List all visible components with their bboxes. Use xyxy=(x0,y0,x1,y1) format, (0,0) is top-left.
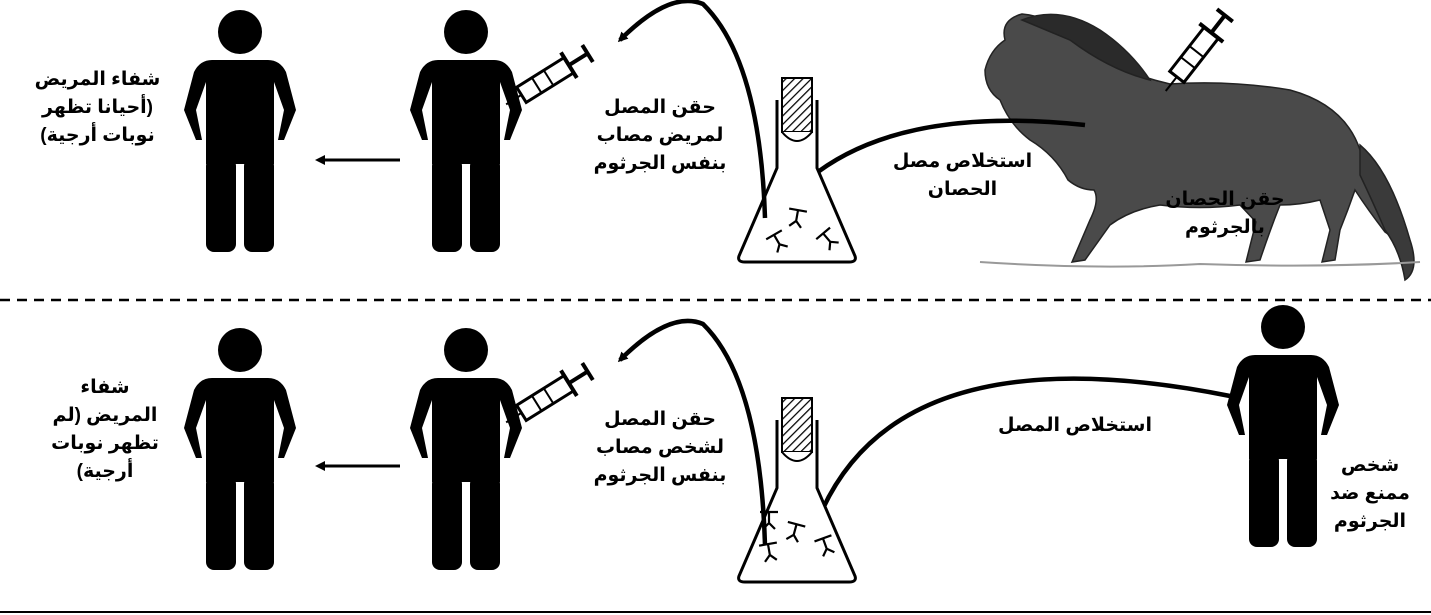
label-line: استخلاص مصل xyxy=(880,148,1045,176)
label-line: الجرثوم xyxy=(1320,508,1420,536)
label-line: نوبات أرجية) xyxy=(20,122,175,150)
label-inject-serum-top: حقن المصل لمريض مصاب بنفس الجرثوم xyxy=(585,94,735,178)
label-line: شفاء المريض xyxy=(20,66,175,94)
flask-bottom xyxy=(739,398,856,582)
label-extract-serum-bottom: استخلاص المصل xyxy=(975,412,1175,440)
label-line: الحصان xyxy=(880,176,1045,204)
label-result-top: شفاء المريض (أحيانا تظهر نوبات أرجية) xyxy=(20,66,175,150)
label-immune-donor: شخص ممنع ضد الجرثوم xyxy=(1320,452,1420,536)
label-result-bottom: شفاء المريض (لم تظهر نوبات أرجية) xyxy=(35,374,175,486)
label-line: بنفس الجرثوم xyxy=(585,150,735,178)
person-patient-bottom xyxy=(410,328,522,570)
person-cured-bottom xyxy=(184,328,296,570)
label-inject-serum-bottom: حقن المصل لشخص مصاب بنفس الجرثوم xyxy=(585,406,735,490)
label-line: أرجية) xyxy=(35,458,175,486)
label-line: المريض (لم xyxy=(35,402,175,430)
label-line: شفاء xyxy=(35,374,175,402)
label-line: استخلاص المصل xyxy=(975,412,1175,440)
label-line: لشخص مصاب xyxy=(585,434,735,462)
label-line: حقن المصل xyxy=(585,406,735,434)
person-cured-top xyxy=(184,10,296,252)
label-line: حقن المصل xyxy=(585,94,735,122)
label-line: شخص xyxy=(1320,452,1420,480)
label-extract-horse-serum: استخلاص مصل الحصان xyxy=(880,148,1045,204)
label-line: بنفس الجرثوم xyxy=(585,462,735,490)
label-line: ممنع ضد xyxy=(1320,480,1420,508)
label-line: تظهر نوبات xyxy=(35,430,175,458)
label-line: لمريض مصاب xyxy=(585,122,735,150)
label-horse-injection: حقن الحصان بالجرثوم xyxy=(1150,186,1300,242)
label-line: بالجرثوم xyxy=(1150,214,1300,242)
label-line: حقن الحصان xyxy=(1150,186,1300,214)
arrow-donor-to-flask-bottom xyxy=(820,379,1230,515)
label-line: (أحيانا تظهر xyxy=(20,94,175,122)
person-patient-top xyxy=(410,10,522,252)
flask-top xyxy=(739,78,856,262)
